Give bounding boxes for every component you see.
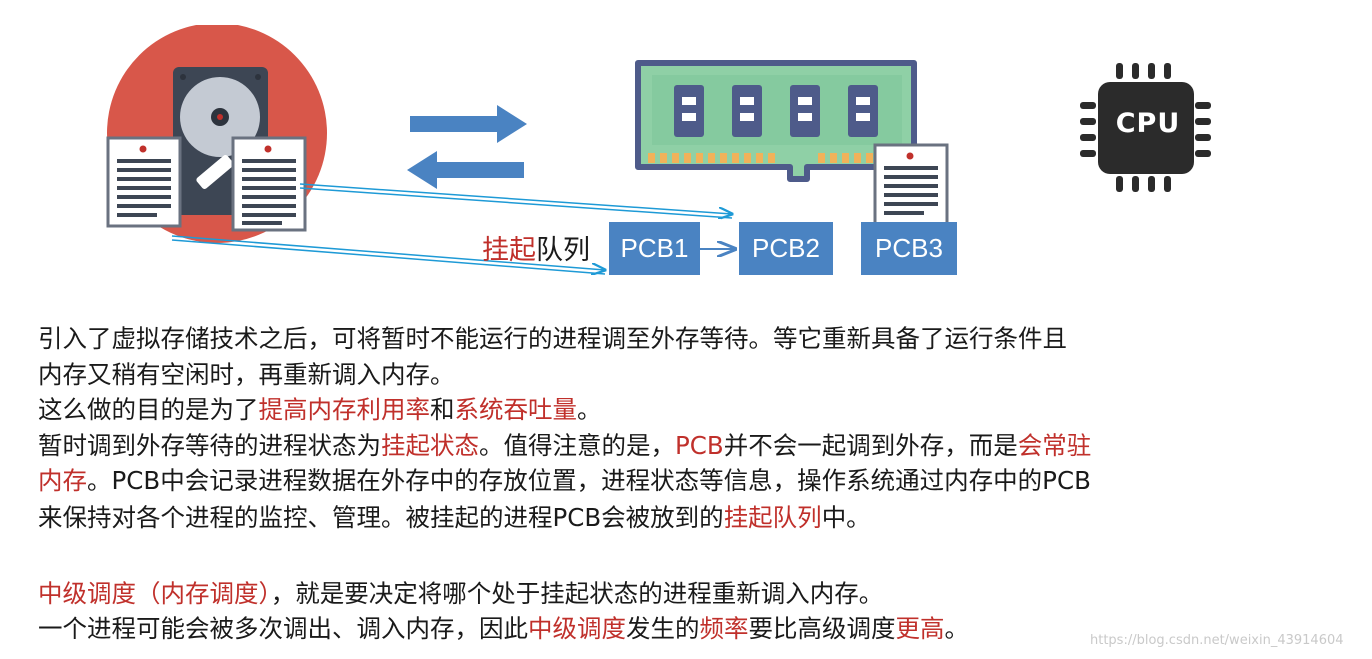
body-text-segment: 和 [430,395,455,424]
highlighted-text: 内存 [38,466,87,495]
queue-connectors [171,183,1372,300]
highlighted-text: 中级调度 [528,614,626,643]
highlighted-text: 频率 [699,614,749,643]
body-text-segment: 。 [944,614,970,643]
pcb2-box: PCB2 [739,222,833,275]
pcb1-box: PCB1 [609,222,700,275]
cpu-label: CPU [1115,108,1181,139]
body-text-segment: ，就是要决定将哪个处于挂起状态的进程重新调入内存。 [270,579,884,608]
highlighted-text: 更高 [895,614,945,643]
body-line-7: 中级调度（内存调度），就是要决定将哪个处于挂起状态的进程重新调入内存。 [38,579,1358,609]
body-line-1: 引入了虚拟存储技术之后，可将暂时不能运行的进程调至外存等待。等它重新具备了运行条… [38,324,1067,353]
highlighted-text: 提高内存利用率 [258,395,431,424]
body-text-segment: 要比高级调度 [748,614,896,643]
suspend-queue-label-black: 队列 [536,235,590,266]
body-text-segment: 发生的 [626,614,700,643]
suspend-queue-label-red: 挂起 [482,235,536,266]
body-text-segment: 暂时调到外存等待的进程状态为 [38,431,381,460]
body-line-3: 这么做的目的是为了提高内存利用率和系统吞吐量。 [38,395,1358,425]
highlighted-text: 挂起队列 [723,503,822,532]
body-line-6: 来保持对各个进程的监控、管理。被挂起的进程PCB会被放到的挂起队列中。 [38,503,1358,533]
highlighted-text: 会常驻 [1017,431,1092,460]
document-icon [106,136,182,228]
body-text-segment: 一个进程可能会被多次调出、调入内存，因此 [38,614,528,643]
highlighted-text: PCB [675,431,724,460]
swap-arrows-icon [407,105,527,189]
body-text-segment: 。PCB中会记录进程数据在外存中的存放位置，进程状态等信息，操作系统通过内存中的… [87,466,1091,495]
body-text-segment: 中。 [821,503,871,532]
highlighted-text: 中级调度（内存调度） [38,579,271,608]
pcb3-box: PCB3 [861,222,957,275]
suspend-queue-label: 挂起队列 [482,228,590,267]
highlighted-text: 挂起状态 [381,431,479,460]
body-line-8: 一个进程可能会被多次调出、调入内存，因此中级调度发生的频率要比高级调度更高。 [38,614,1358,644]
memory-ram-icon [635,60,917,182]
body-line-5: 内存。PCB中会记录进程数据在外存中的存放位置，进程状态等信息，操作系统通过内存… [38,466,1358,496]
highlighted-text: 系统吞吐量 [454,395,578,424]
body-text-segment: 。值得注意的是， [479,431,675,460]
body-text-segment: 来保持对各个进程的监控、管理。被挂起的进程PCB会被放到的 [38,503,724,532]
body-text-segment: 并不会一起调到外存，而是 [723,431,1018,460]
body-text-segment: 。 [577,395,602,424]
body-line-4: 暂时调到外存等待的进程状态为挂起状态。值得注意的是，PCB并不会一起调到外存，而… [38,431,1358,461]
cpu-chip-icon [1080,63,1211,192]
watermark: https://blog.csdn.net/weixin_43914604 [1090,633,1344,648]
document-icon [873,143,949,227]
body-line-2: 内存又稍有空闲时，再重新调入内存。 [38,360,455,389]
body-text-segment: 这么做的目的是为了 [38,395,259,424]
